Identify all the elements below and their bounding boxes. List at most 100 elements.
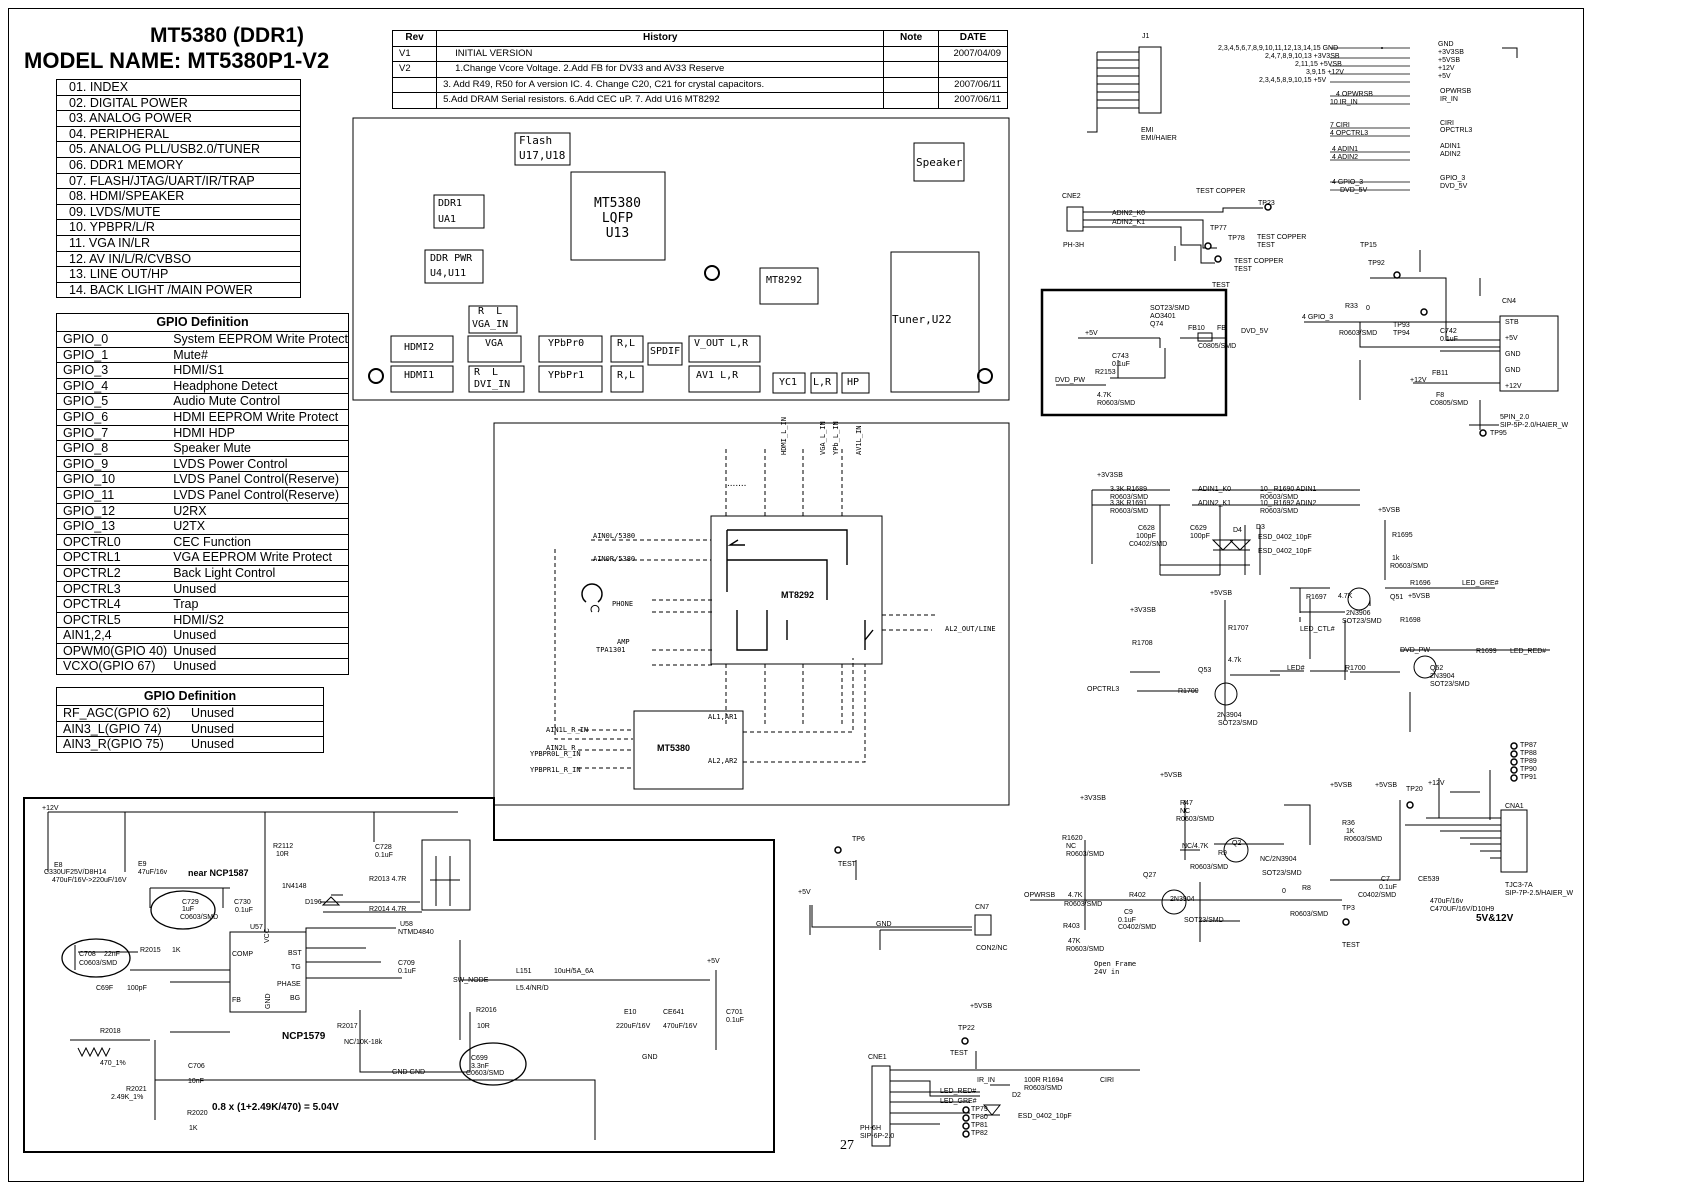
gpio-row: OPWM0(GPIO 40)Unused [56,643,349,660]
flash-label: Flash U17,U18 [519,134,566,162]
r8-label: R8 [1302,885,1311,892]
gpio-pin: OPCTRL5 [56,612,168,629]
q53-3v3: +3V3SB [1130,607,1156,614]
gpio-pin: OPCTRL0 [56,534,168,551]
tp20-label: TP20 [1406,786,1423,793]
ntmd-label: NTMD4840 [398,929,434,936]
adin2-k1: ADIN2_K1 [1112,219,1146,226]
r1689-package: R0603/SMD [1110,494,1149,501]
gpio-function: U2TX [167,518,349,535]
gpio-function: Unused [167,658,349,676]
dvi-in-label: R L DVI_IN [474,367,511,390]
net-dvd5v: DVD_5V [1440,183,1468,190]
adin2-k1-b: ADIN2_K1 [1198,500,1232,507]
gnd-label-3: GND [642,1054,658,1061]
c742-value: 0.1uF [1440,336,1458,343]
mt-in-4: YPBPR1L_R_IN [530,766,581,774]
tp22-test: TEST [950,1050,968,1057]
hp-label: HP [847,377,860,388]
net-opctrl3: OPCTRL3 [1440,127,1473,134]
test-copper-3: TEST COPPER TEST [1234,258,1284,273]
pin-top-4: AV1L_IN [855,425,863,455]
board-layout-box [352,117,1010,401]
r2021-label: R2021 [126,1086,147,1093]
v5-12v-note: 5V&12V [1476,913,1514,924]
q53-5vsb: +5VSB [1210,590,1232,597]
q51-label: Q51 [1390,594,1404,601]
bg-pin: BG [290,995,301,1002]
dvd5v-pin: DVD_5V [1340,187,1368,194]
r1694-label: 100R R1694 [1024,1077,1064,1084]
c742-label: C742 [1440,328,1457,335]
r2017-label: R2017 [337,1023,358,1030]
l151-value: 10uH/5A_6A [554,968,594,975]
gpio-function: System EEPROM Write Protect [167,331,349,348]
cne2-label: CNE2 [1062,193,1081,200]
gpio-pin: OPCTRL1 [56,549,168,566]
test-label: TEST [1212,282,1230,289]
q2-package: SOT23/SMD [1262,870,1302,877]
c730-label: C730 [234,899,251,906]
c708-value: 22nF [104,951,120,958]
r1696-label: R1696 [1410,580,1431,587]
led-gre-net: LED_GRE# [1462,580,1499,587]
emi-label: EMI EMI/HAIER [1141,127,1177,142]
gpio-pin: GPIO_10 [56,471,168,488]
index-row: 09. LVDS/MUTE [56,203,301,221]
gpio-pin: GPIO_3 [56,362,168,379]
c701-value: 0.1uF [726,1017,744,1024]
c805-label: C0805/SMD [1198,343,1237,350]
r1694-package: R0603/SMD [1024,1085,1063,1092]
c699-package: C0603/SMD [466,1070,505,1077]
gpio-function: VGA EEPROM Write Protect [167,549,349,566]
adin2-k0: ADIN2_K0 [1112,210,1146,217]
yc1-label: YC1 [779,377,798,388]
sheet-border [8,8,1584,1182]
gpio-row: AIN3_R(GPIO 75)Unused [56,736,324,753]
r2015-value: 1K [172,947,181,954]
r1692-label: 10_ R1692 ADIN2 [1260,500,1317,507]
c706-value: 10nF [188,1078,204,1085]
c699-label: C699 [471,1055,488,1062]
tp93-label: TP93 [1393,322,1410,329]
index-item: 10. YPBPR/L/R [56,219,301,236]
d2-label: D2 [1012,1092,1021,1099]
net-opwrsb: OPWRSB [1440,88,1472,95]
r1692-package: R0603/SMD [1260,508,1299,515]
phone-label: PHONE [612,600,634,608]
r47-label: R47 [1180,800,1193,807]
r1620-package: R0603/SMD [1066,851,1105,858]
sw-node-label: SW_NODE [453,977,489,984]
c628-package: C0402/SMD [1129,541,1168,548]
history-cell: 2007/06/11 [937,92,1009,109]
gpio-function: Trap [167,596,349,613]
gpio-function: Unused [185,736,324,753]
gnd-gnd-label: GND GND [392,1069,426,1076]
tp22-5vsb: +5VSB [970,1003,992,1010]
r2018-label: R2018 [100,1028,121,1035]
gpio-function: LVDS Panel Control(Reserve) [167,471,349,488]
index-row: 12. AV IN/L/R/CVBSO [56,250,301,268]
net-ciri: CIRI [1440,120,1454,127]
gpio-pin: AIN1,2,4 [56,627,168,644]
c69-value: 100pF [127,985,147,992]
gpio-pin: GPIO_9 [56,456,168,473]
ce539-package: C470UF/16V/D10H9 [1430,906,1495,913]
d3-label: D3 [1256,524,1265,531]
gpio-pin: AIN3_R(GPIO 75) [56,736,185,753]
mt8292-label: MT8292 [766,275,803,286]
mt8292-chip-label: MT8292 [781,590,815,600]
history-cell [391,92,438,109]
tp88-label: TP88 [1520,750,1537,757]
index-item: 14. BACK LIGHT /MAIN POWER [56,281,301,299]
r2153-label: R2153 [1095,369,1116,376]
r33-label: R33 [1345,303,1358,310]
c9-label: C9 [1124,909,1133,916]
cna-5vsb: +5VSB [1375,782,1397,789]
q27-label: Q27 [1143,872,1157,879]
f8-package: C0805/SMD [1430,400,1469,407]
gpio-function: Headphone Detect [167,378,349,395]
